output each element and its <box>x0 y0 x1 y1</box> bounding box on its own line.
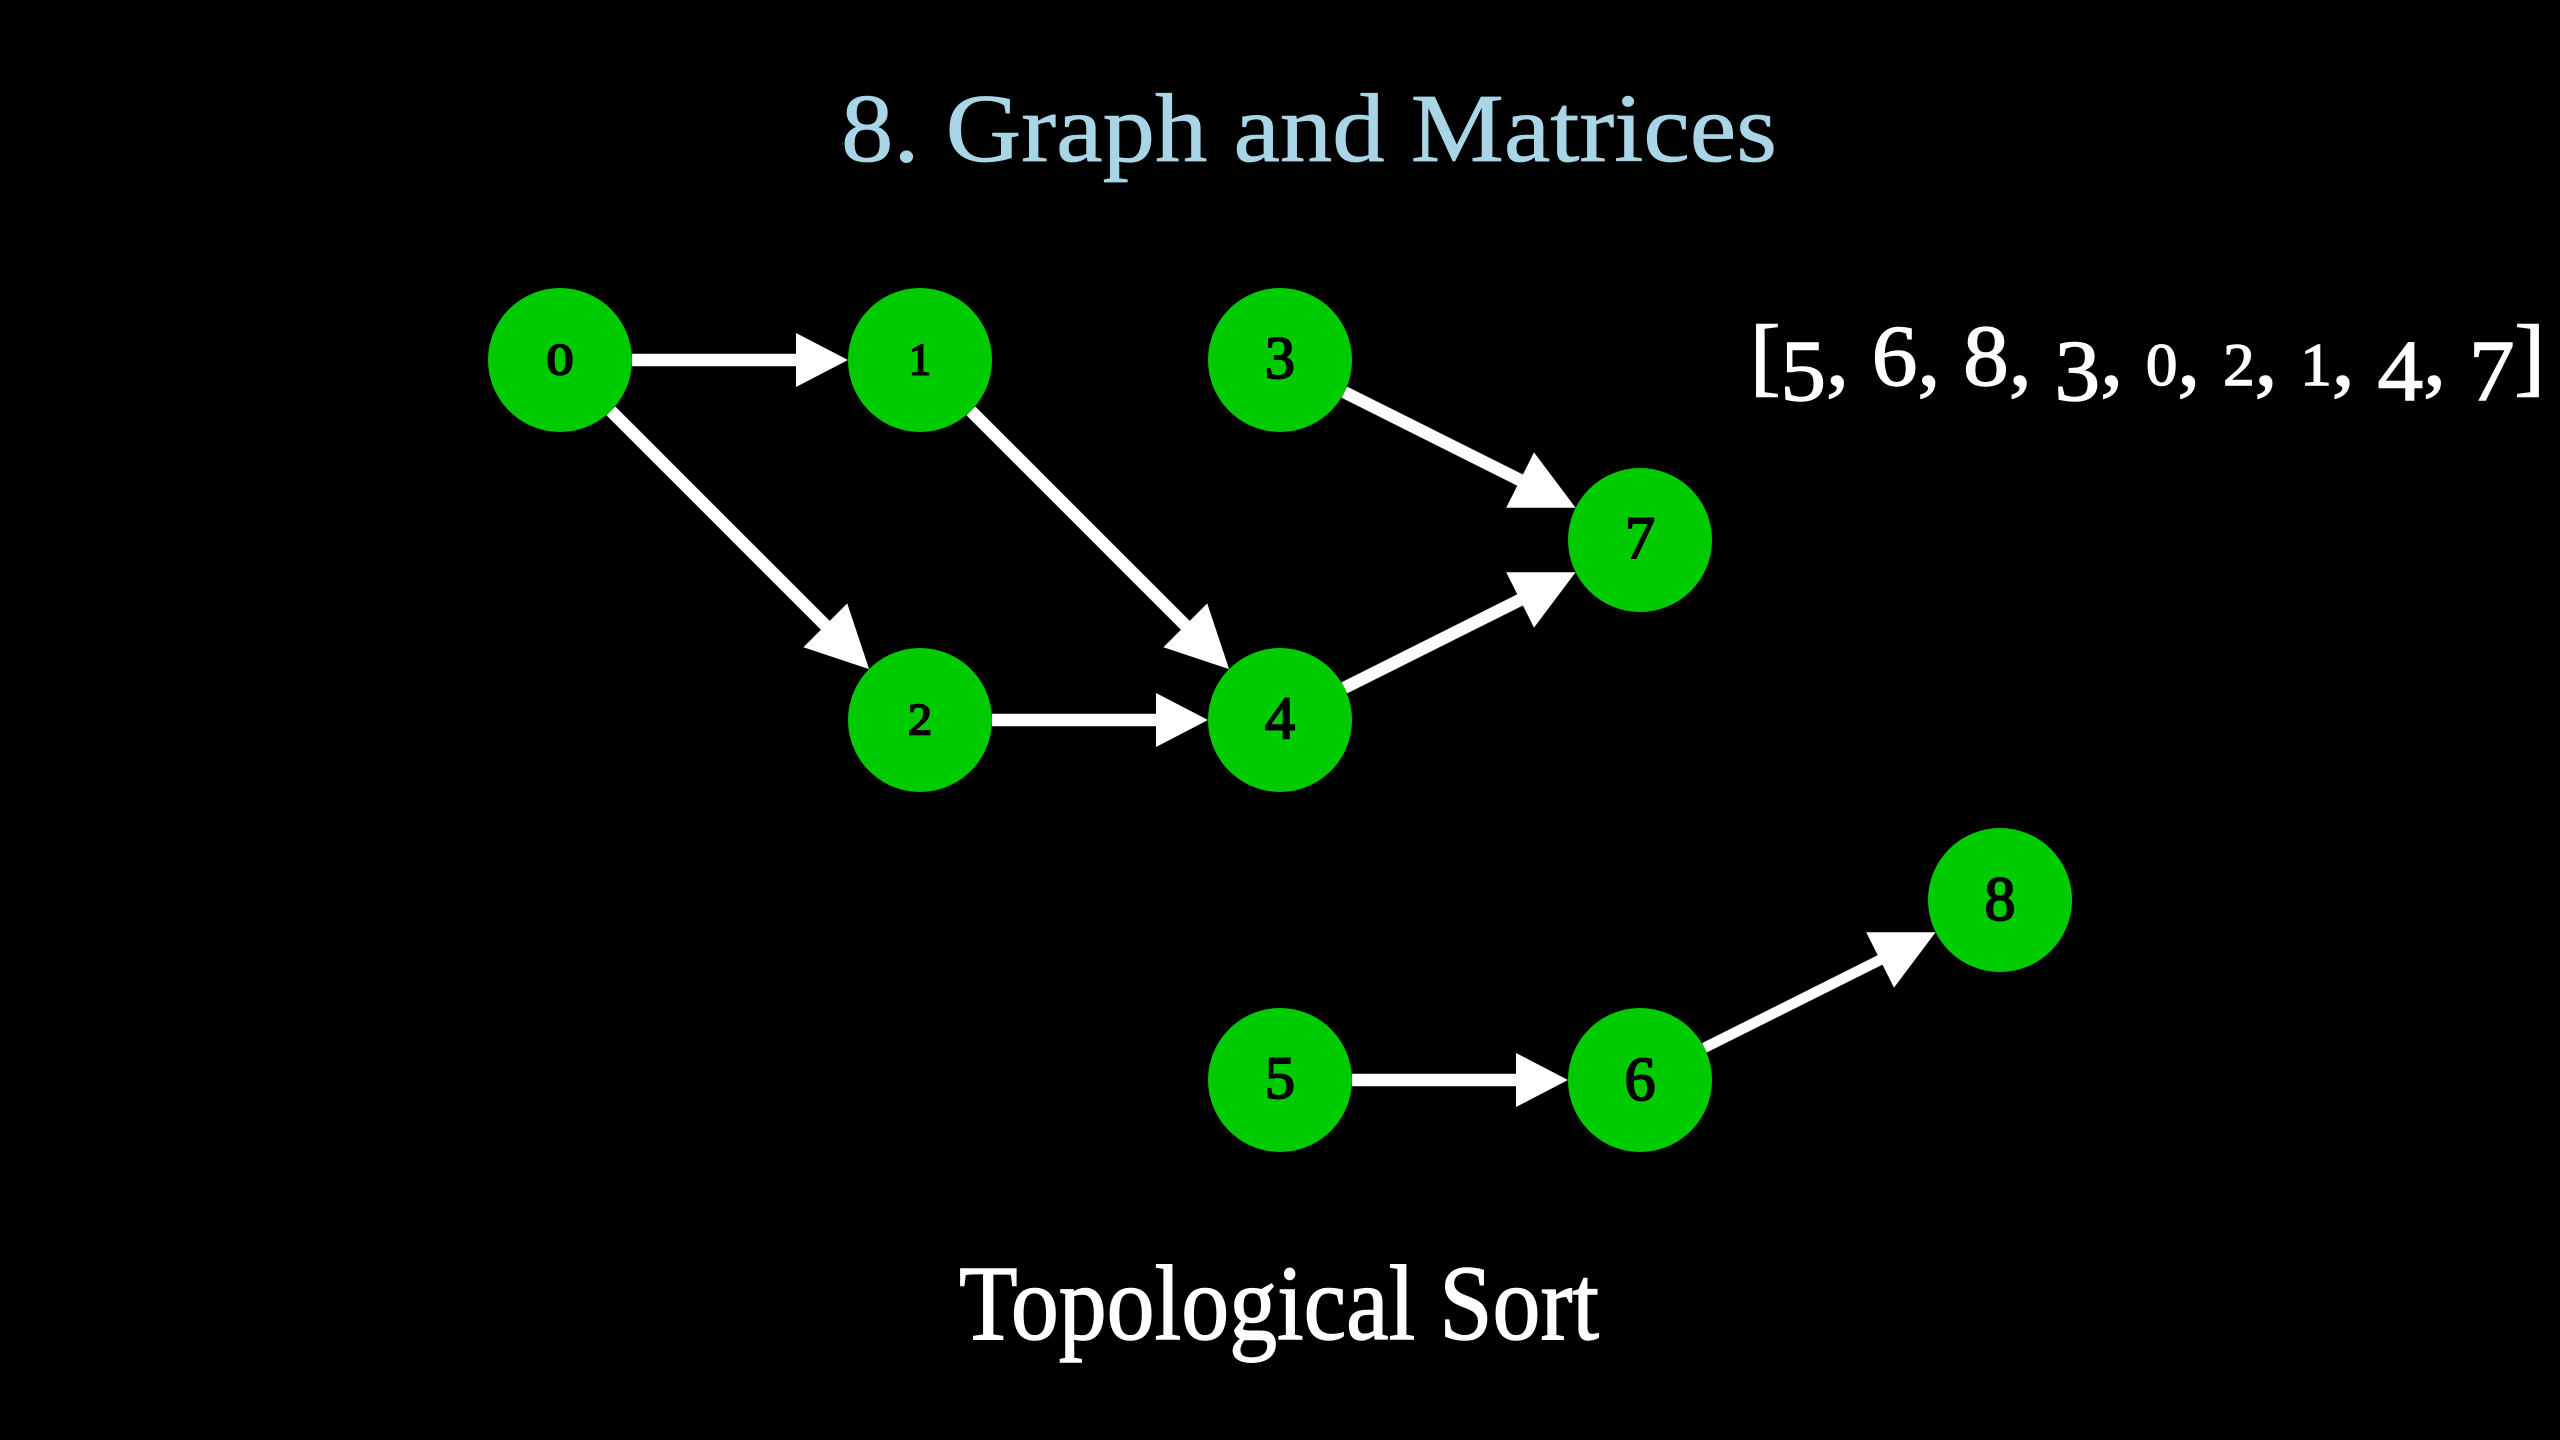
svg-text:8: 8 <box>1985 866 2016 934</box>
svg-text:4: 4 <box>1265 685 1295 751</box>
svg-text:5: 5 <box>1265 1045 1295 1111</box>
svg-text:8. Graph and Matrices: 8. Graph and Matrices <box>841 75 1777 182</box>
svg-text:6: 6 <box>1625 1046 1656 1114</box>
svg-text:Topological Sort: Topological Sort <box>959 1245 1599 1363</box>
svg-text:0: 0 <box>547 335 574 384</box>
svg-text:2: 2 <box>908 695 932 744</box>
svg-text:7: 7 <box>1625 505 1655 571</box>
svg-text:3: 3 <box>1265 325 1295 391</box>
svg-text:1: 1 <box>909 335 931 384</box>
